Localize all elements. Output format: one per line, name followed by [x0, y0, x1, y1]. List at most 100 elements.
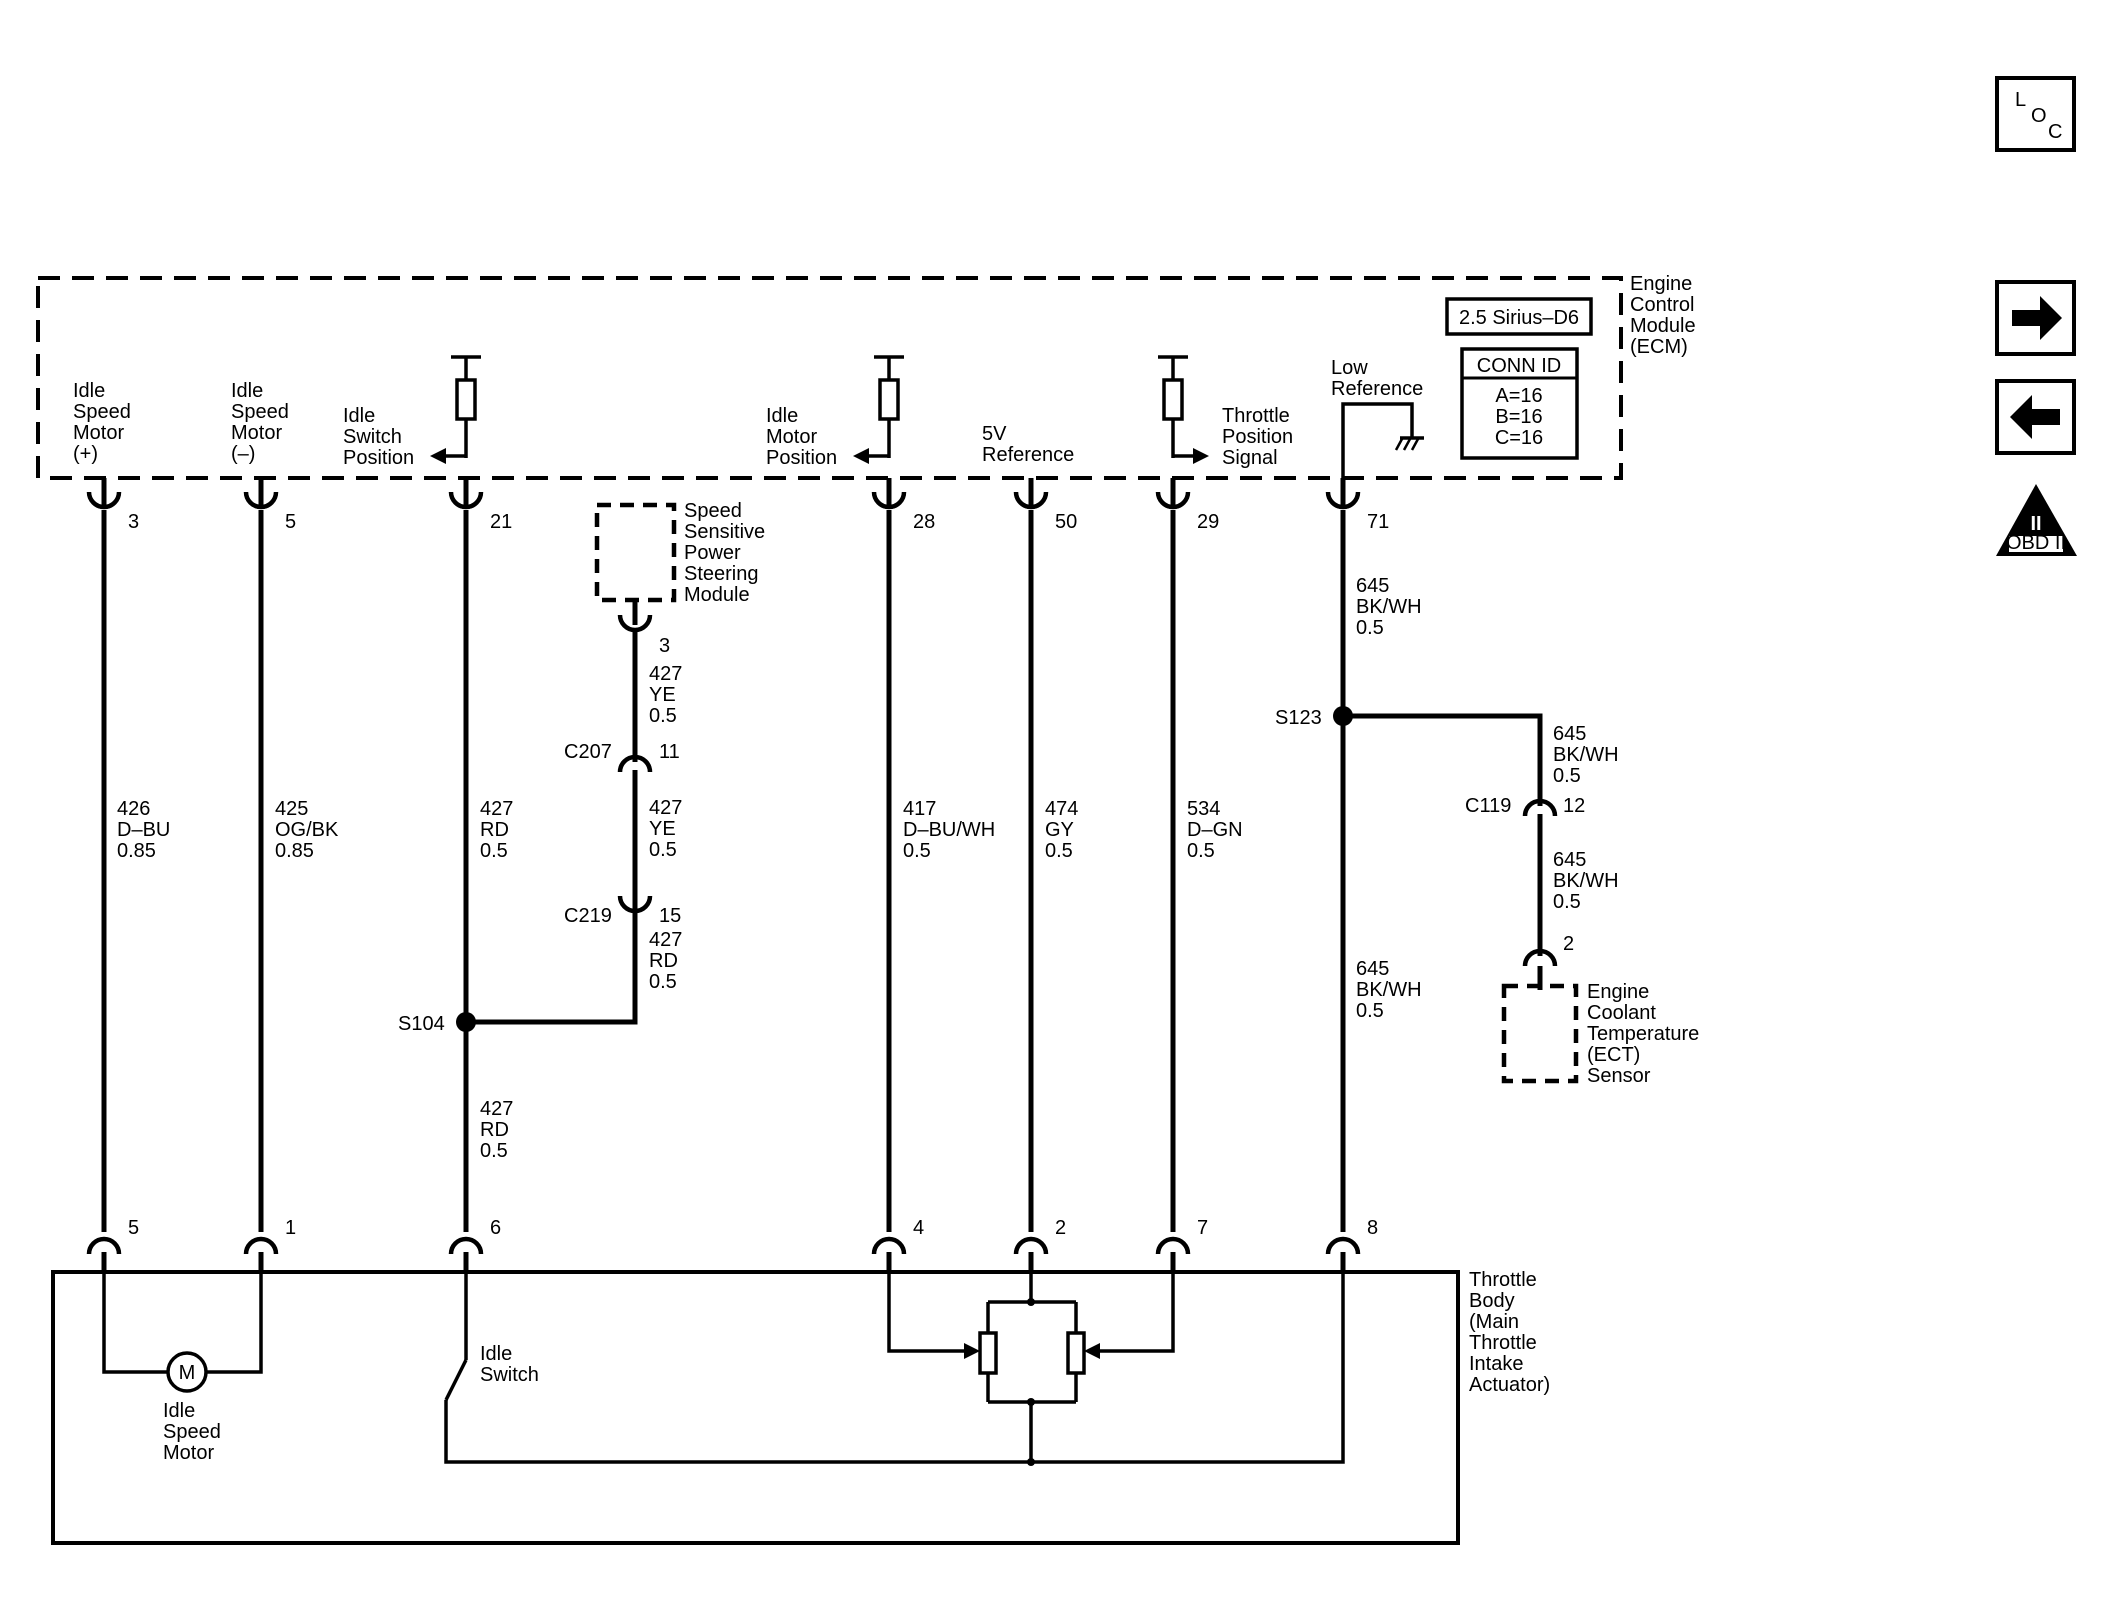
- svg-text:GY: GY: [1045, 819, 1074, 841]
- svg-text:474: 474: [1045, 798, 1078, 820]
- ecm-label-idle-switch-position: Idle Switch Position: [343, 405, 414, 469]
- splice-s104-label: S104: [398, 1013, 445, 1035]
- isc-motor-wire-right: [206, 1272, 263, 1374]
- svg-text:28: 28: [913, 511, 935, 533]
- svg-text:BK/WH: BK/WH: [1553, 870, 1619, 892]
- svg-text:0.5: 0.5: [649, 839, 677, 861]
- svg-text:OG/BK: OG/BK: [275, 819, 339, 841]
- svg-text:Position: Position: [1222, 426, 1293, 448]
- svg-text:2.5 Sirius–D6: 2.5 Sirius–D6: [1459, 307, 1579, 329]
- idle-speed-motor-icon: M: [166, 1351, 208, 1393]
- idle-speed-motor-label: Idle Speed Motor: [163, 1400, 221, 1464]
- svg-text:Motor: Motor: [766, 426, 817, 448]
- obd-numeral: II: [2030, 513, 2041, 535]
- svg-text:645: 645: [1356, 958, 1389, 980]
- svg-text:C219: C219: [564, 905, 612, 927]
- svg-text:0.5: 0.5: [649, 971, 677, 993]
- svg-text:Signal: Signal: [1222, 447, 1278, 469]
- wire-label-474: 474 GY 0.5: [1045, 798, 1078, 862]
- wire-label-645-ect: 645 BK/WH 0.5: [1553, 849, 1619, 913]
- ecm-label-low-reference: Low Reference: [1331, 357, 1423, 400]
- svg-text:427: 427: [480, 1098, 513, 1120]
- svg-text:M: M: [179, 1362, 196, 1384]
- pssm-box: [594, 502, 677, 603]
- svg-text:11: 11: [659, 741, 680, 763]
- svg-text:BK/WH: BK/WH: [1553, 744, 1619, 766]
- svg-text:Throttle: Throttle: [1222, 405, 1290, 427]
- ecm-label-isc-minus: Idle Speed Motor (–): [231, 380, 289, 465]
- svg-text:Sensor: Sensor: [1587, 1065, 1651, 1087]
- svg-text:427: 427: [480, 798, 513, 820]
- ect-sensor-label: Engine Coolant Temperature (ECT) Sensor: [1587, 981, 1699, 1087]
- svg-text:Module: Module: [684, 584, 750, 606]
- wire-label-645-branch: 645 BK/WH 0.5: [1553, 723, 1619, 787]
- svg-text:Reference: Reference: [1331, 378, 1423, 400]
- svg-text:0.5: 0.5: [1553, 891, 1581, 913]
- svg-text:D–BU: D–BU: [117, 819, 170, 841]
- pullup-resistor-pin29: [1158, 355, 1188, 458]
- location-button[interactable]: L O C: [1995, 76, 2076, 152]
- throttle-body-box: [51, 1270, 1460, 1545]
- ecm-label-5v-reference: 5V Reference: [982, 423, 1074, 466]
- svg-text:C=16: C=16: [1495, 427, 1543, 449]
- svg-text:Idle: Idle: [480, 1343, 512, 1365]
- svg-text:0.5: 0.5: [480, 840, 508, 862]
- wire-label-427-ye-lower: 427 YE 0.5: [649, 797, 682, 861]
- wire-645-bk-wh-branch: [1343, 713, 1543, 786]
- obd-ii-button[interactable]: II OBD II: [1996, 484, 2077, 556]
- wire-427-rd-c219: [466, 912, 638, 1025]
- svg-text:12: 12: [1563, 795, 1585, 817]
- svg-text:6: 6: [490, 1217, 501, 1239]
- svg-text:(ECM): (ECM): [1630, 336, 1688, 358]
- svg-text:(+): (+): [73, 443, 98, 465]
- connector-c119: C119 12: [1465, 784, 1585, 834]
- svg-text:Temperature: Temperature: [1587, 1023, 1699, 1045]
- loc-letter-o: O: [2031, 105, 2047, 127]
- ect-sensor-box: [1501, 983, 1579, 1084]
- svg-text:427: 427: [649, 663, 682, 685]
- svg-text:RD: RD: [649, 950, 678, 972]
- throttle-position-sensors-icon: [887, 1272, 1175, 1466]
- svg-text:3: 3: [659, 635, 670, 657]
- svg-text:Module: Module: [1630, 315, 1696, 337]
- loc-letter-l: L: [2015, 89, 2026, 111]
- svg-text:Actuator): Actuator): [1469, 1374, 1550, 1396]
- svg-text:Position: Position: [343, 447, 414, 469]
- svg-text:Throttle: Throttle: [1469, 1269, 1537, 1291]
- wire-label-425: 425 OG/BK 0.85: [275, 798, 339, 862]
- wire-label-645-top: 645 BK/WH 0.5: [1356, 575, 1422, 639]
- forward-button[interactable]: [1995, 280, 2076, 356]
- svg-text:Motor: Motor: [231, 422, 282, 444]
- svg-text:426: 426: [117, 798, 150, 820]
- wire-label-427-rd-lower: 427 RD 0.5: [480, 1098, 513, 1162]
- svg-text:71: 71: [1367, 511, 1389, 533]
- wire-label-427-ye-upper: 427 YE 0.5: [649, 663, 682, 727]
- svg-text:427: 427: [649, 797, 682, 819]
- svg-text:Body: Body: [1469, 1290, 1515, 1312]
- svg-text:0.5: 0.5: [1553, 765, 1581, 787]
- svg-text:Reference: Reference: [982, 444, 1074, 466]
- svg-text:C119: C119: [1465, 795, 1511, 817]
- back-button[interactable]: [1995, 379, 2076, 455]
- svg-text:Sensitive: Sensitive: [684, 521, 765, 543]
- svg-text:0.5: 0.5: [1356, 617, 1384, 639]
- svg-text:Steering: Steering: [684, 563, 759, 585]
- pssm-pin-connector: 3: [617, 600, 670, 657]
- idle-motor-position-arrow: [853, 448, 889, 464]
- svg-text:534: 534: [1187, 798, 1220, 820]
- svg-text:417: 417: [903, 798, 936, 820]
- left-arrow-icon: [2010, 395, 2060, 439]
- pullup-resistor-pin28: [874, 355, 904, 458]
- svg-text:Idle: Idle: [231, 380, 263, 402]
- svg-text:(ECT): (ECT): [1587, 1044, 1640, 1066]
- svg-text:4: 4: [913, 1217, 924, 1239]
- svg-text:Switch: Switch: [343, 426, 402, 448]
- ecm-title: Engine Control Module (ECM): [1630, 273, 1696, 358]
- ecm-pin-connectors: [86, 478, 1361, 510]
- svg-text:0.5: 0.5: [1045, 840, 1073, 862]
- right-arrow-icon: [2012, 296, 2062, 340]
- wire-label-426: 426 D–BU 0.85: [117, 798, 170, 862]
- svg-text:425: 425: [275, 798, 308, 820]
- svg-text:Idle: Idle: [343, 405, 375, 427]
